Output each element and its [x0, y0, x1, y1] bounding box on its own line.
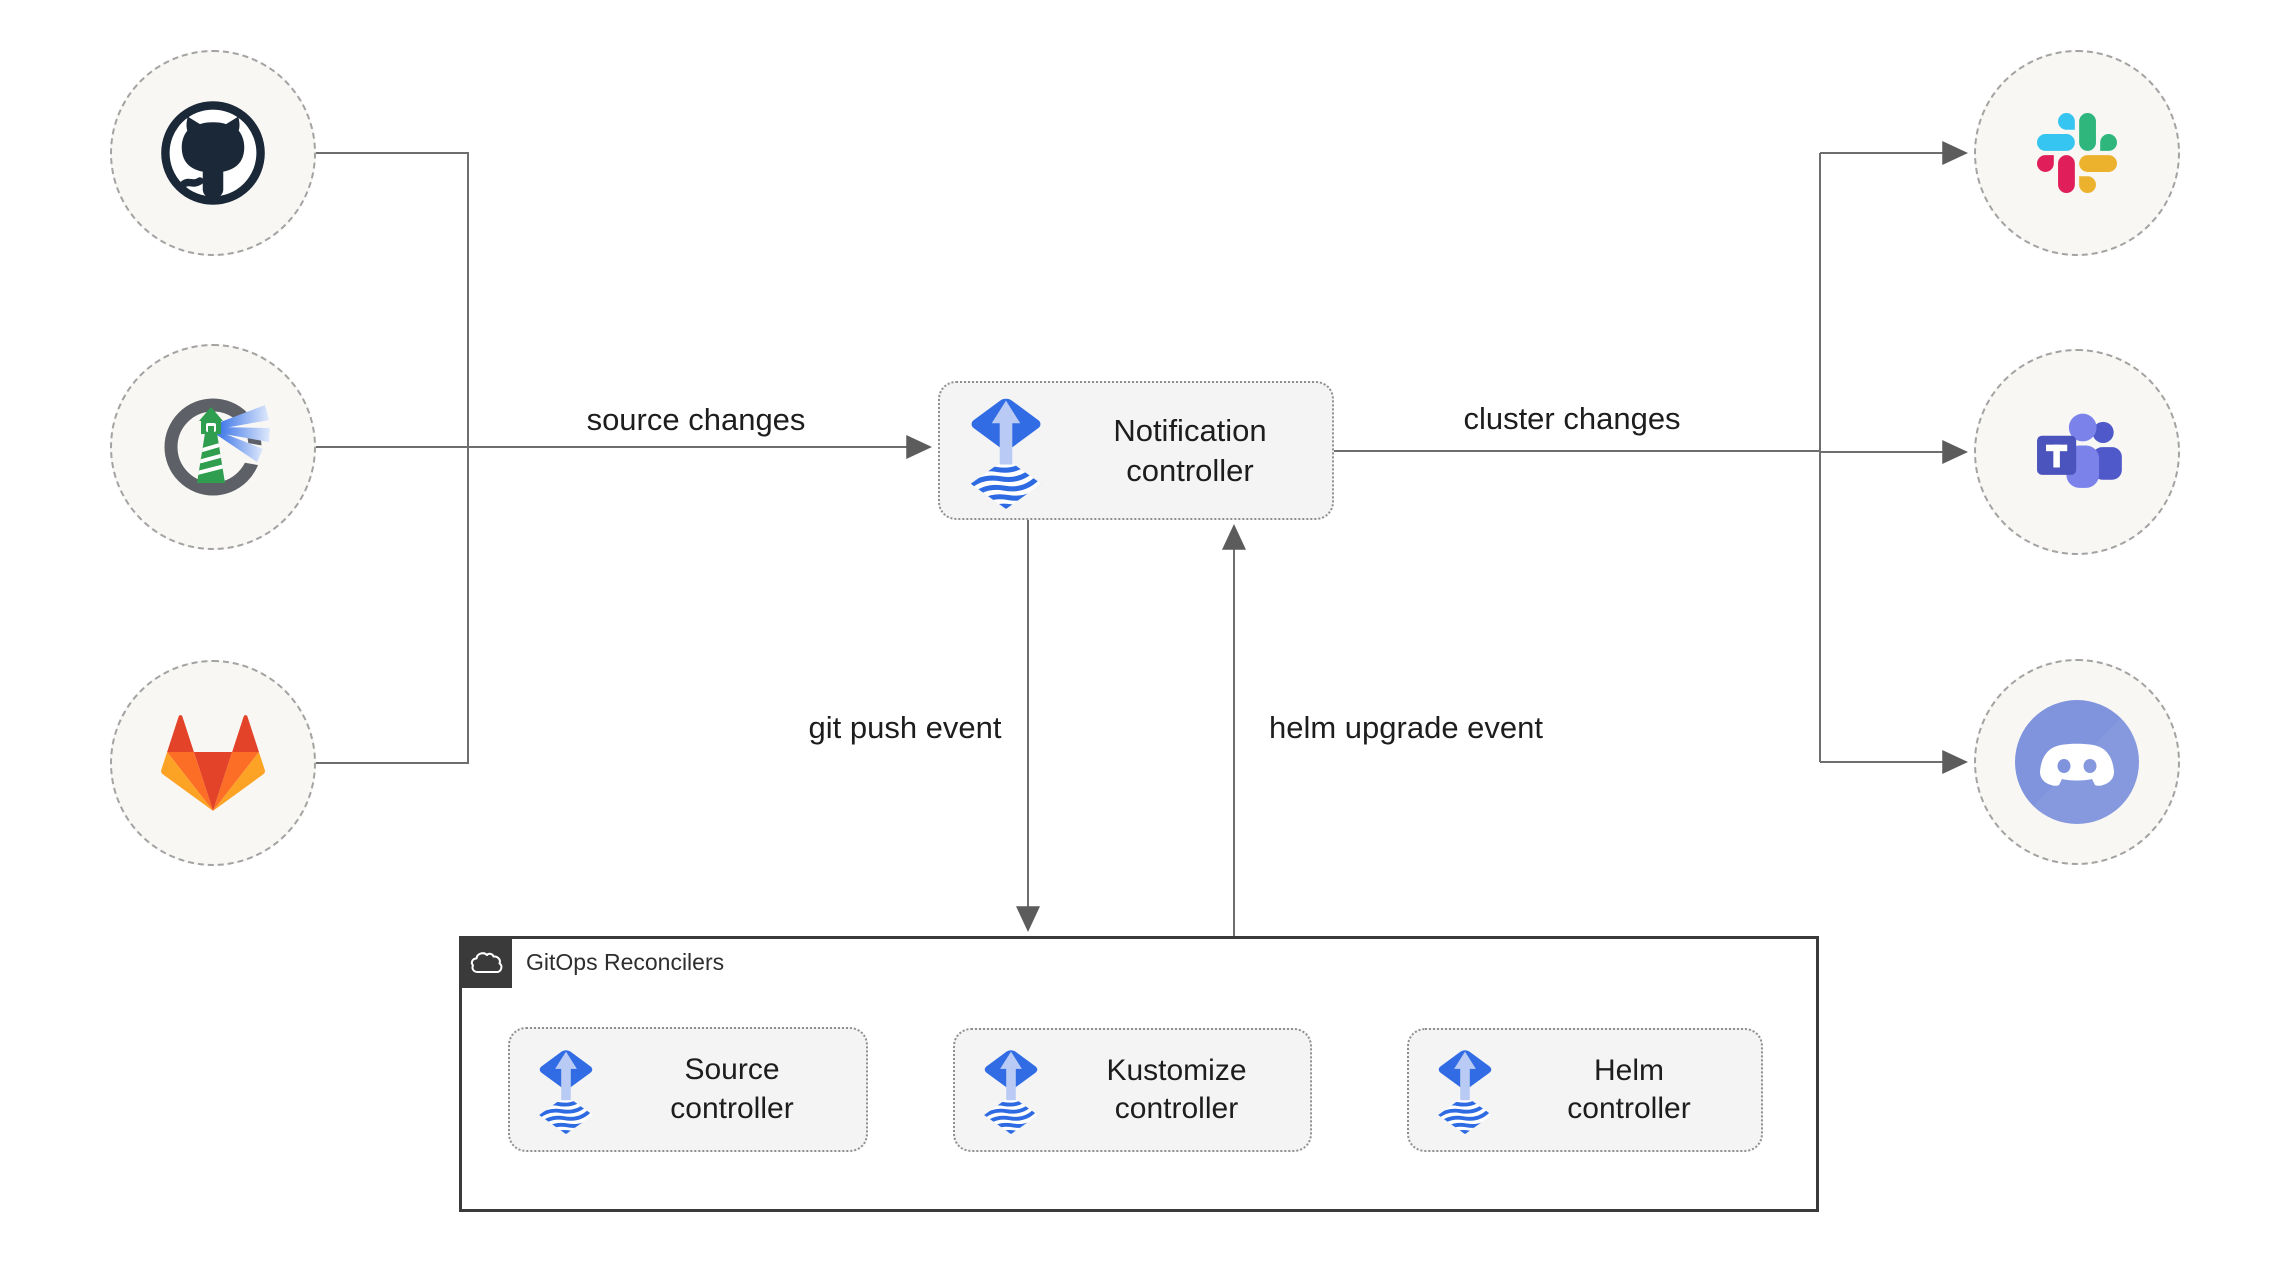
node-teams	[1974, 349, 2180, 555]
teams-icon	[2037, 413, 2122, 488]
helm-controller-label: Helm controller	[1567, 1053, 1691, 1125]
flux-icon	[534, 1043, 598, 1137]
node-source-controller: Source controller	[508, 1027, 868, 1152]
discord-icon	[2015, 700, 2139, 824]
container-title: GitOps Reconcilers	[526, 948, 725, 975]
harbor-icon	[164, 398, 270, 496]
kustomize-controller-label: Kustomize controller	[1106, 1053, 1247, 1125]
edge-label-cluster-changes: cluster changes	[1463, 401, 1681, 436]
flux-icon	[979, 1043, 1043, 1137]
node-helm-controller: Helm controller	[1407, 1028, 1763, 1152]
gitlab-icon	[161, 715, 265, 811]
node-notification-controller: Notification controller	[938, 381, 1334, 520]
flux-icon	[1433, 1043, 1497, 1137]
node-gitlab	[110, 660, 316, 866]
node-harbor	[110, 344, 316, 550]
node-discord	[1974, 659, 2180, 865]
flux-icon	[964, 389, 1048, 513]
container-badge	[459, 936, 512, 988]
gitops-reconcilers-container: GitOps Reconcilers Source controller Kus…	[459, 936, 1819, 1212]
edge-label-git-push-event: git push event	[808, 710, 1002, 745]
edge-label-source-changes: source changes	[586, 402, 806, 437]
node-slack	[1974, 50, 2180, 256]
edge-sources-junction	[316, 152, 469, 764]
node-kustomize-controller: Kustomize controller	[953, 1028, 1312, 1152]
notification-controller-label: Notification controller	[1113, 413, 1267, 488]
edge-label-helm-upgrade-event: helm upgrade event	[1268, 710, 1544, 745]
slack-icon	[2037, 113, 2117, 193]
edge-notifiers-junction	[1334, 153, 1821, 762]
source-controller-label: Source controller	[670, 1053, 794, 1125]
cloud-icon	[470, 951, 502, 973]
github-icon	[161, 101, 265, 205]
node-github	[110, 50, 316, 256]
